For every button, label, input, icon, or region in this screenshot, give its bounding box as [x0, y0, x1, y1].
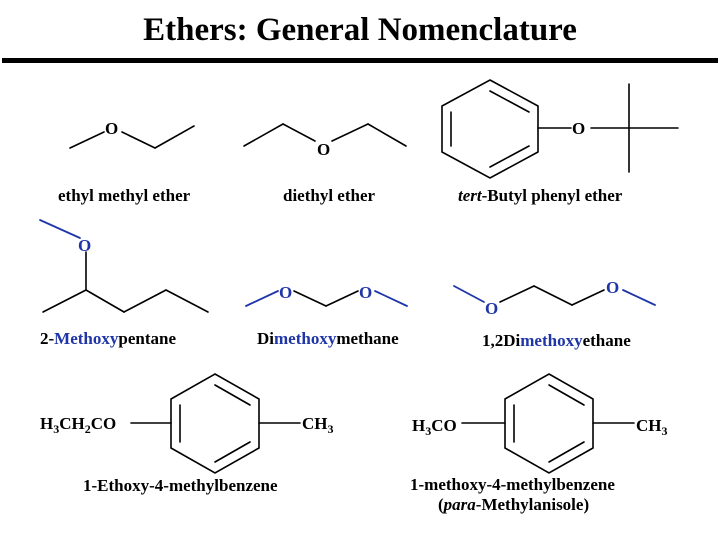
bond	[243, 123, 284, 147]
dimethoxymethane-structure: O O	[245, 283, 408, 307]
oxygen-atom: O	[572, 119, 585, 138]
methoxy-methylbenzene-structure: H3CO CH3	[412, 373, 668, 474]
oxygen-atom: O	[485, 299, 498, 318]
methoxypentane-label: 2-Methoxypentane	[40, 329, 176, 348]
bond	[123, 289, 167, 313]
bond	[154, 125, 195, 149]
methoxy-bond	[453, 285, 485, 303]
bond	[367, 123, 407, 147]
methoxy-bond	[245, 290, 279, 307]
slide-title: Ethers: General Nomenclature	[143, 12, 577, 48]
ethoxy-methylbenzene-structure: H3CH2CO CH3	[40, 373, 334, 474]
methyl-group: CH3	[302, 414, 334, 436]
oxygen-atom: O	[78, 236, 91, 255]
tert-butyl-phenyl-ether-label: tert-Butyl phenyl ether	[458, 186, 623, 205]
methoxy-bond	[374, 290, 408, 307]
para-methylanisole-label: (para-Methylanisole)	[438, 495, 589, 514]
bond	[121, 131, 156, 149]
oxygen-atom: O	[317, 140, 330, 159]
benzene-ring	[170, 373, 260, 474]
diethyl-ether-label: diethyl ether	[283, 186, 376, 205]
methoxy-bond	[39, 219, 81, 239]
methoxypentane-structure: O	[39, 219, 209, 313]
double-bond	[489, 90, 530, 113]
dimethoxyethane-structure: O O	[453, 278, 656, 318]
oxygen-atom: O	[279, 283, 292, 302]
ethoxy-group: H3CH2CO	[40, 414, 116, 436]
double-bond	[214, 384, 251, 406]
bond	[293, 290, 327, 307]
dimethoxymethane-label: Dimethoxymethane	[257, 329, 399, 348]
bond	[165, 289, 209, 313]
benzene-ring	[504, 373, 594, 474]
double-bond	[548, 441, 585, 463]
tert-butyl-phenyl-ether-structure: O	[441, 79, 679, 179]
dimethoxyethane-label: 1,2Dimethoxyethane	[482, 331, 631, 350]
bond	[331, 123, 369, 142]
ethyl-methyl-ether-label: ethyl methyl ether	[58, 186, 191, 205]
bond	[69, 131, 105, 149]
oxygen-atom: O	[359, 283, 372, 302]
bond	[499, 285, 535, 303]
oxygen-atom: O	[606, 278, 619, 297]
oxygen-atom: O	[105, 119, 118, 138]
title-underline	[2, 58, 718, 63]
methoxy-methylbenzene-label: 1-methoxy-4-methylbenzene	[410, 475, 615, 494]
benzene-ring	[441, 79, 539, 179]
methyl-group: CH3	[636, 416, 668, 438]
diethyl-ether-structure: O	[243, 123, 407, 159]
bond	[533, 285, 573, 306]
bond	[571, 289, 605, 306]
ethyl-methyl-ether-structure: O	[69, 119, 195, 149]
methoxy-group: H3CO	[412, 416, 457, 438]
double-bond	[548, 384, 585, 406]
bond	[325, 290, 359, 307]
bond	[85, 289, 125, 313]
ethoxy-methylbenzene-label: 1-Ethoxy-4-methylbenzene	[83, 476, 278, 495]
bond	[282, 123, 316, 142]
bond	[42, 289, 87, 313]
double-bond	[214, 441, 251, 463]
double-bond	[489, 145, 530, 168]
methoxy-bond	[622, 289, 656, 306]
